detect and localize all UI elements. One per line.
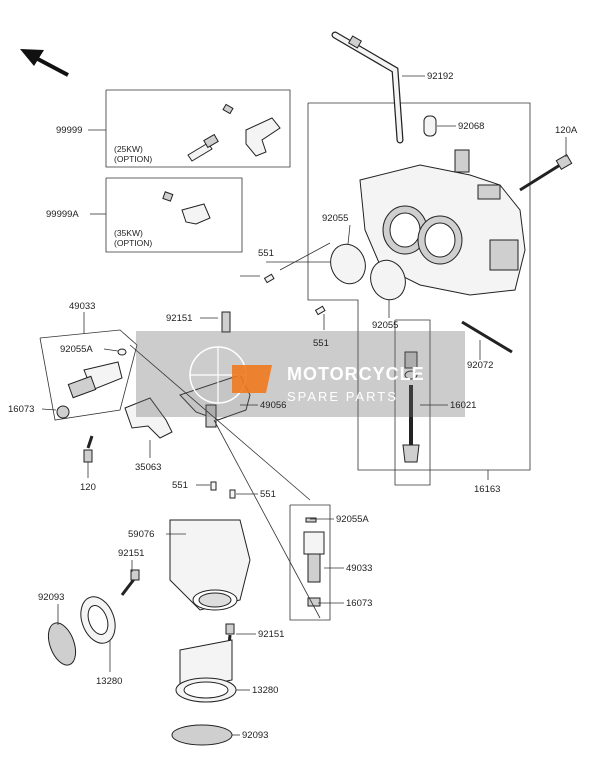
option-plate-25kw [187, 103, 281, 162]
label-92151-top: 92151 [166, 313, 192, 324]
breather-hose-92192 [331, 31, 404, 144]
label-92055A-right: 92055A [336, 514, 369, 525]
intake-duct-13280-left [80, 596, 116, 644]
label-92192: 92192 [427, 71, 453, 82]
clamp-92093-left [47, 622, 77, 666]
label-16021: 16021 [450, 400, 476, 411]
label-49056: 49056 [260, 400, 286, 411]
pin-551-mid [314, 305, 326, 316]
label-120A: 120A [555, 125, 578, 136]
label-13280-right: 13280 [252, 685, 278, 696]
cable-tie-92072 [461, 320, 513, 354]
group-bracket-injector-left [39, 329, 138, 421]
watermark: MOTORCYCLE SPARE PARTS [136, 331, 465, 417]
pin-551-right [229, 489, 236, 499]
bolt-120 [83, 435, 94, 463]
intake-duct-13280-right [175, 639, 237, 703]
label-551-left: 551 [172, 480, 188, 491]
throttle-body-assembly [359, 149, 526, 296]
label-92055-mid: 92055 [372, 320, 398, 331]
label-92068: 92068 [458, 121, 484, 132]
label-99999A: 99999A [46, 209, 79, 220]
bolt-92151-mid [120, 569, 140, 596]
label-92093-bottom: 92093 [242, 730, 268, 741]
label-551-mid: 551 [313, 338, 329, 349]
option-box-25kw [105, 89, 291, 168]
front-direction-arrow-icon [20, 49, 69, 77]
o-ring-92055-lower [370, 259, 406, 301]
group-bracket-throttle-sensor [394, 319, 431, 486]
label-551-right: 551 [260, 489, 276, 500]
bolt-120A [519, 153, 573, 192]
label-16163: 16163 [474, 484, 500, 495]
label-551-top: 551 [258, 248, 274, 259]
label-92093-left: 92093 [38, 592, 64, 603]
label-49033-right: 49033 [346, 563, 372, 574]
option-plate-35kw [162, 191, 211, 225]
clamp-92093-bottom [171, 724, 233, 746]
label-99999: 99999 [56, 125, 82, 136]
option-35kw-line2: (OPTION) [114, 238, 152, 248]
sensor-16021 [402, 351, 420, 463]
pin-551-top [263, 273, 275, 284]
pin-551-left [210, 481, 217, 491]
label-59076: 59076 [128, 529, 154, 540]
bracket-35063 [124, 397, 173, 439]
watermark-line1: MOTORCYCLE [287, 364, 425, 384]
seal-16073-left [56, 405, 70, 419]
label-13280-left: 13280 [96, 676, 122, 687]
group-bracket-injector-right [289, 504, 331, 621]
option-25kw-line2: (OPTION) [114, 154, 152, 164]
label-16073-right: 16073 [346, 598, 372, 609]
label-16073-left: 16073 [8, 404, 34, 415]
group-bracket-throttle-body [307, 102, 531, 471]
label-49033-top: 49033 [69, 301, 95, 312]
intake-holder-59076 [169, 519, 251, 611]
o-ring-92055-upper [330, 243, 366, 285]
injector-49033-right [303, 517, 325, 607]
leader-lines [41, 75, 567, 736]
label-35063: 35063 [135, 462, 161, 473]
label-92055-top: 92055 [322, 213, 348, 224]
label-120: 120 [80, 482, 96, 493]
label-92072: 92072 [467, 360, 493, 371]
label-92055A-top: 92055A [60, 344, 93, 355]
label-92151-low: 92151 [258, 629, 284, 640]
injector-49033-left [67, 348, 127, 399]
label-92151-mid: 92151 [118, 548, 144, 559]
option-35kw-line1: (35KW) [114, 228, 143, 238]
watermark-line2: SPARE PARTS [287, 389, 398, 404]
cap-92068 [423, 115, 437, 137]
option-box-35kw [105, 177, 243, 253]
option-25kw-line1: (25KW) [114, 144, 143, 154]
